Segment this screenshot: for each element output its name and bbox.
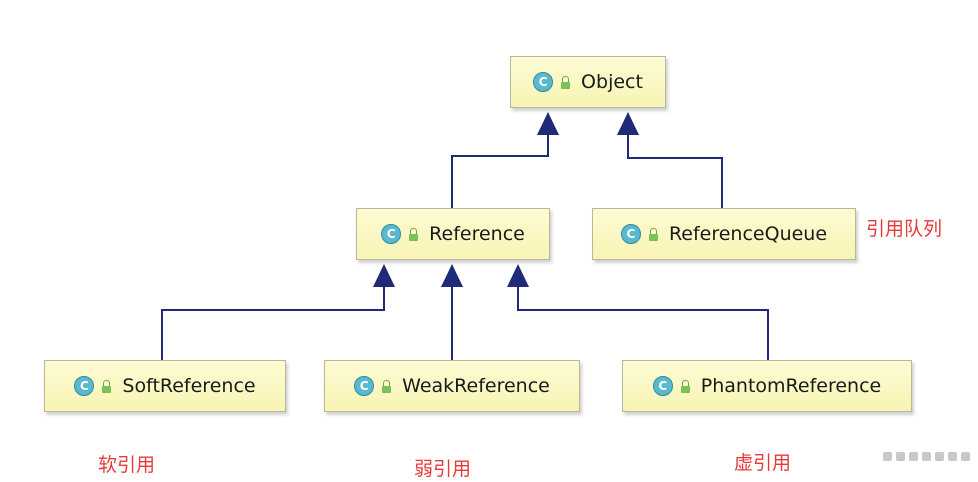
class-icon: C bbox=[533, 72, 554, 92]
edge-reference-queue-to-object bbox=[617, 112, 723, 208]
node-soft-reference[interactable]: C SoftReference bbox=[44, 360, 286, 412]
inheritance-arrowhead bbox=[373, 264, 395, 287]
watermark bbox=[883, 452, 970, 461]
inheritance-arrowhead bbox=[507, 264, 529, 287]
node-object[interactable]: C Object bbox=[510, 56, 666, 108]
node-label: PhantomReference bbox=[700, 375, 882, 397]
class-icon: C bbox=[620, 224, 641, 244]
class-icon: C bbox=[354, 376, 375, 396]
inheritance-arrowhead bbox=[617, 112, 639, 135]
edge-phantom-reference-to-reference bbox=[507, 264, 769, 360]
edge-line bbox=[517, 286, 769, 360]
node-label: Object bbox=[581, 71, 643, 93]
inheritance-arrowhead bbox=[441, 264, 463, 287]
annotation-phantom: 虚引用 bbox=[734, 452, 792, 474]
edge-soft-reference-to-reference bbox=[161, 264, 395, 360]
edge-reference-to-object bbox=[451, 112, 559, 208]
lock-icon bbox=[560, 75, 571, 89]
annotation-reference-queue: 引用队列 bbox=[866, 218, 943, 240]
edge-weak-reference-to-reference bbox=[441, 264, 463, 360]
node-reference[interactable]: C Reference bbox=[356, 208, 550, 260]
lock-icon bbox=[408, 227, 419, 241]
inheritance-arrowhead bbox=[537, 112, 559, 135]
node-label: Reference bbox=[429, 223, 525, 245]
edge-line bbox=[161, 286, 385, 360]
class-icon: C bbox=[74, 376, 95, 396]
lock-icon bbox=[680, 379, 691, 393]
class-icon: C bbox=[652, 376, 673, 396]
node-label: SoftReference bbox=[122, 375, 256, 397]
node-weak-reference[interactable]: C WeakReference bbox=[324, 360, 580, 412]
node-label: ReferenceQueue bbox=[668, 223, 828, 245]
annotation-soft: 软引用 bbox=[98, 454, 156, 476]
edge-line bbox=[451, 134, 549, 208]
lock-icon bbox=[381, 379, 392, 393]
lock-icon bbox=[648, 227, 659, 241]
node-phantom-reference[interactable]: C PhantomReference bbox=[622, 360, 912, 412]
node-reference-queue[interactable]: C ReferenceQueue bbox=[592, 208, 856, 260]
class-icon: C bbox=[381, 224, 402, 244]
node-label: WeakReference bbox=[402, 375, 550, 397]
lock-icon bbox=[101, 379, 112, 393]
annotation-weak: 弱引用 bbox=[414, 458, 472, 480]
edge-line bbox=[627, 134, 723, 208]
